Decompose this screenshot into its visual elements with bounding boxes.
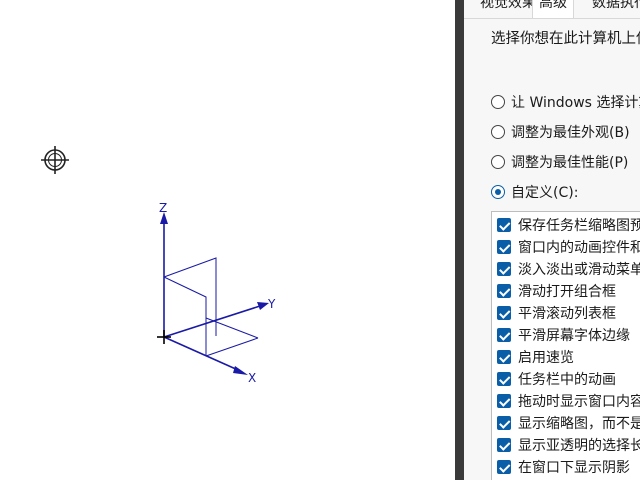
checkbox-checked-icon[interactable]: [497, 240, 511, 254]
checkbox-item[interactable]: 淡入淡出或滑动菜单到视图: [497, 258, 640, 280]
radio-let-windows-choose[interactable]: 让 Windows 选择计算机的最佳设置(L): [491, 91, 640, 113]
checkbox-label: 平滑滚动列表框: [518, 306, 616, 322]
checkbox-checked-icon[interactable]: [497, 284, 511, 298]
checkbox-label: 保存任务栏缩略图预览: [518, 218, 640, 234]
checkbox-label: 任务栏中的动画: [518, 372, 616, 388]
checkbox-item[interactable]: 窗口内的动画控件和元素: [497, 236, 640, 258]
checkbox-label: 启用速览: [518, 350, 574, 366]
checkbox-item[interactable]: 在窗口下显示阴影: [497, 456, 630, 478]
checkbox-checked-icon[interactable]: [497, 438, 511, 452]
checkbox-label: 平滑屏幕字体边缘: [518, 328, 630, 344]
checkbox-item[interactable]: 保存任务栏缩略图预览: [497, 214, 640, 236]
checkbox-label: 淡入淡出或滑动菜单到视图: [518, 262, 640, 278]
checkbox-checked-icon[interactable]: [497, 416, 511, 430]
effects-checkbox-list[interactable]: 保存任务栏缩略图预览 窗口内的动画控件和元素 淡入淡出或滑动菜单到视图 滑动打开…: [491, 211, 640, 480]
radio-label: 调整为最佳外观(B): [511, 125, 630, 141]
y-axis-label: Y: [267, 297, 276, 311]
checkbox-checked-icon[interactable]: [497, 218, 511, 232]
y-axis: [163, 302, 269, 338]
radio-button[interactable]: [491, 155, 505, 169]
tab-data-execution-prevention[interactable]: 数据执行保护: [592, 0, 640, 11]
checkbox-item[interactable]: 显示亚透明的选择长方形: [497, 434, 640, 456]
checkbox-item[interactable]: 任务栏中的动画: [497, 368, 616, 390]
checkbox-checked-icon[interactable]: [497, 306, 511, 320]
radio-button-selected[interactable]: [491, 185, 505, 199]
checkbox-checked-icon[interactable]: [497, 372, 511, 386]
radio-best-performance[interactable]: 调整为最佳性能(P): [491, 151, 628, 173]
radio-custom[interactable]: 自定义(C):: [491, 181, 578, 203]
x-axis-label: X: [248, 371, 256, 385]
checkbox-label: 窗口内的动画控件和元素: [518, 240, 640, 256]
checkbox-item[interactable]: 拖动时显示窗口内容: [497, 390, 640, 412]
x-axis: [163, 336, 248, 375]
checkbox-label: 滑动打开组合框: [518, 284, 616, 300]
checkbox-item[interactable]: 启用速览: [497, 346, 574, 368]
radio-label: 让 Windows 选择计算机的最佳设置(L): [511, 95, 640, 111]
prompt-text: 选择你想在此计算机上使用的设置。: [491, 31, 640, 47]
checkbox-item[interactable]: 平滑滚动列表框: [497, 302, 616, 324]
radio-button[interactable]: [491, 95, 505, 109]
checkbox-item[interactable]: 平滑屏幕字体边缘: [497, 324, 630, 346]
checkbox-checked-icon[interactable]: [497, 262, 511, 276]
checkbox-checked-icon[interactable]: [497, 394, 511, 408]
checkbox-item[interactable]: 滑动打开组合框: [497, 280, 616, 302]
radio-button[interactable]: [491, 125, 505, 139]
checkbox-item[interactable]: 显示缩略图，而不是显示图标: [497, 412, 640, 434]
reference-planes: [163, 257, 259, 357]
crosshair-cursor-icon: [41, 146, 69, 174]
tab-advanced[interactable]: 高级: [532, 0, 574, 18]
tab-visual-effects[interactable]: 视觉效果: [480, 0, 536, 11]
checkbox-checked-icon[interactable]: [497, 350, 511, 364]
axis-triad-drawing: Z Y X: [41, 146, 276, 385]
checkbox-label: 拖动时显示窗口内容: [518, 394, 640, 410]
cad-viewport[interactable]: Z Y X: [0, 0, 455, 480]
checkbox-checked-icon[interactable]: [497, 460, 511, 474]
radio-label: 自定义(C):: [511, 185, 579, 201]
performance-options-dialog: 视觉效果 高级 数据执行保护 选择你想在此计算机上使用的设置。 让 Window…: [464, 0, 640, 480]
checkbox-label: 在窗口下显示阴影: [518, 460, 630, 476]
tab-bar: 视觉效果 高级 数据执行保护: [464, 0, 640, 19]
radio-best-appearance[interactable]: 调整为最佳外观(B): [491, 121, 630, 143]
window-divider: [455, 0, 464, 480]
radio-label: 调整为最佳性能(P): [511, 155, 629, 171]
checkbox-label: 显示亚透明的选择长方形: [518, 438, 640, 454]
checkbox-label: 显示缩略图，而不是显示图标: [518, 416, 640, 432]
z-axis: [160, 212, 168, 337]
z-axis-label: Z: [159, 201, 167, 215]
checkbox-checked-icon[interactable]: [497, 328, 511, 342]
origin-marker: [157, 330, 171, 344]
